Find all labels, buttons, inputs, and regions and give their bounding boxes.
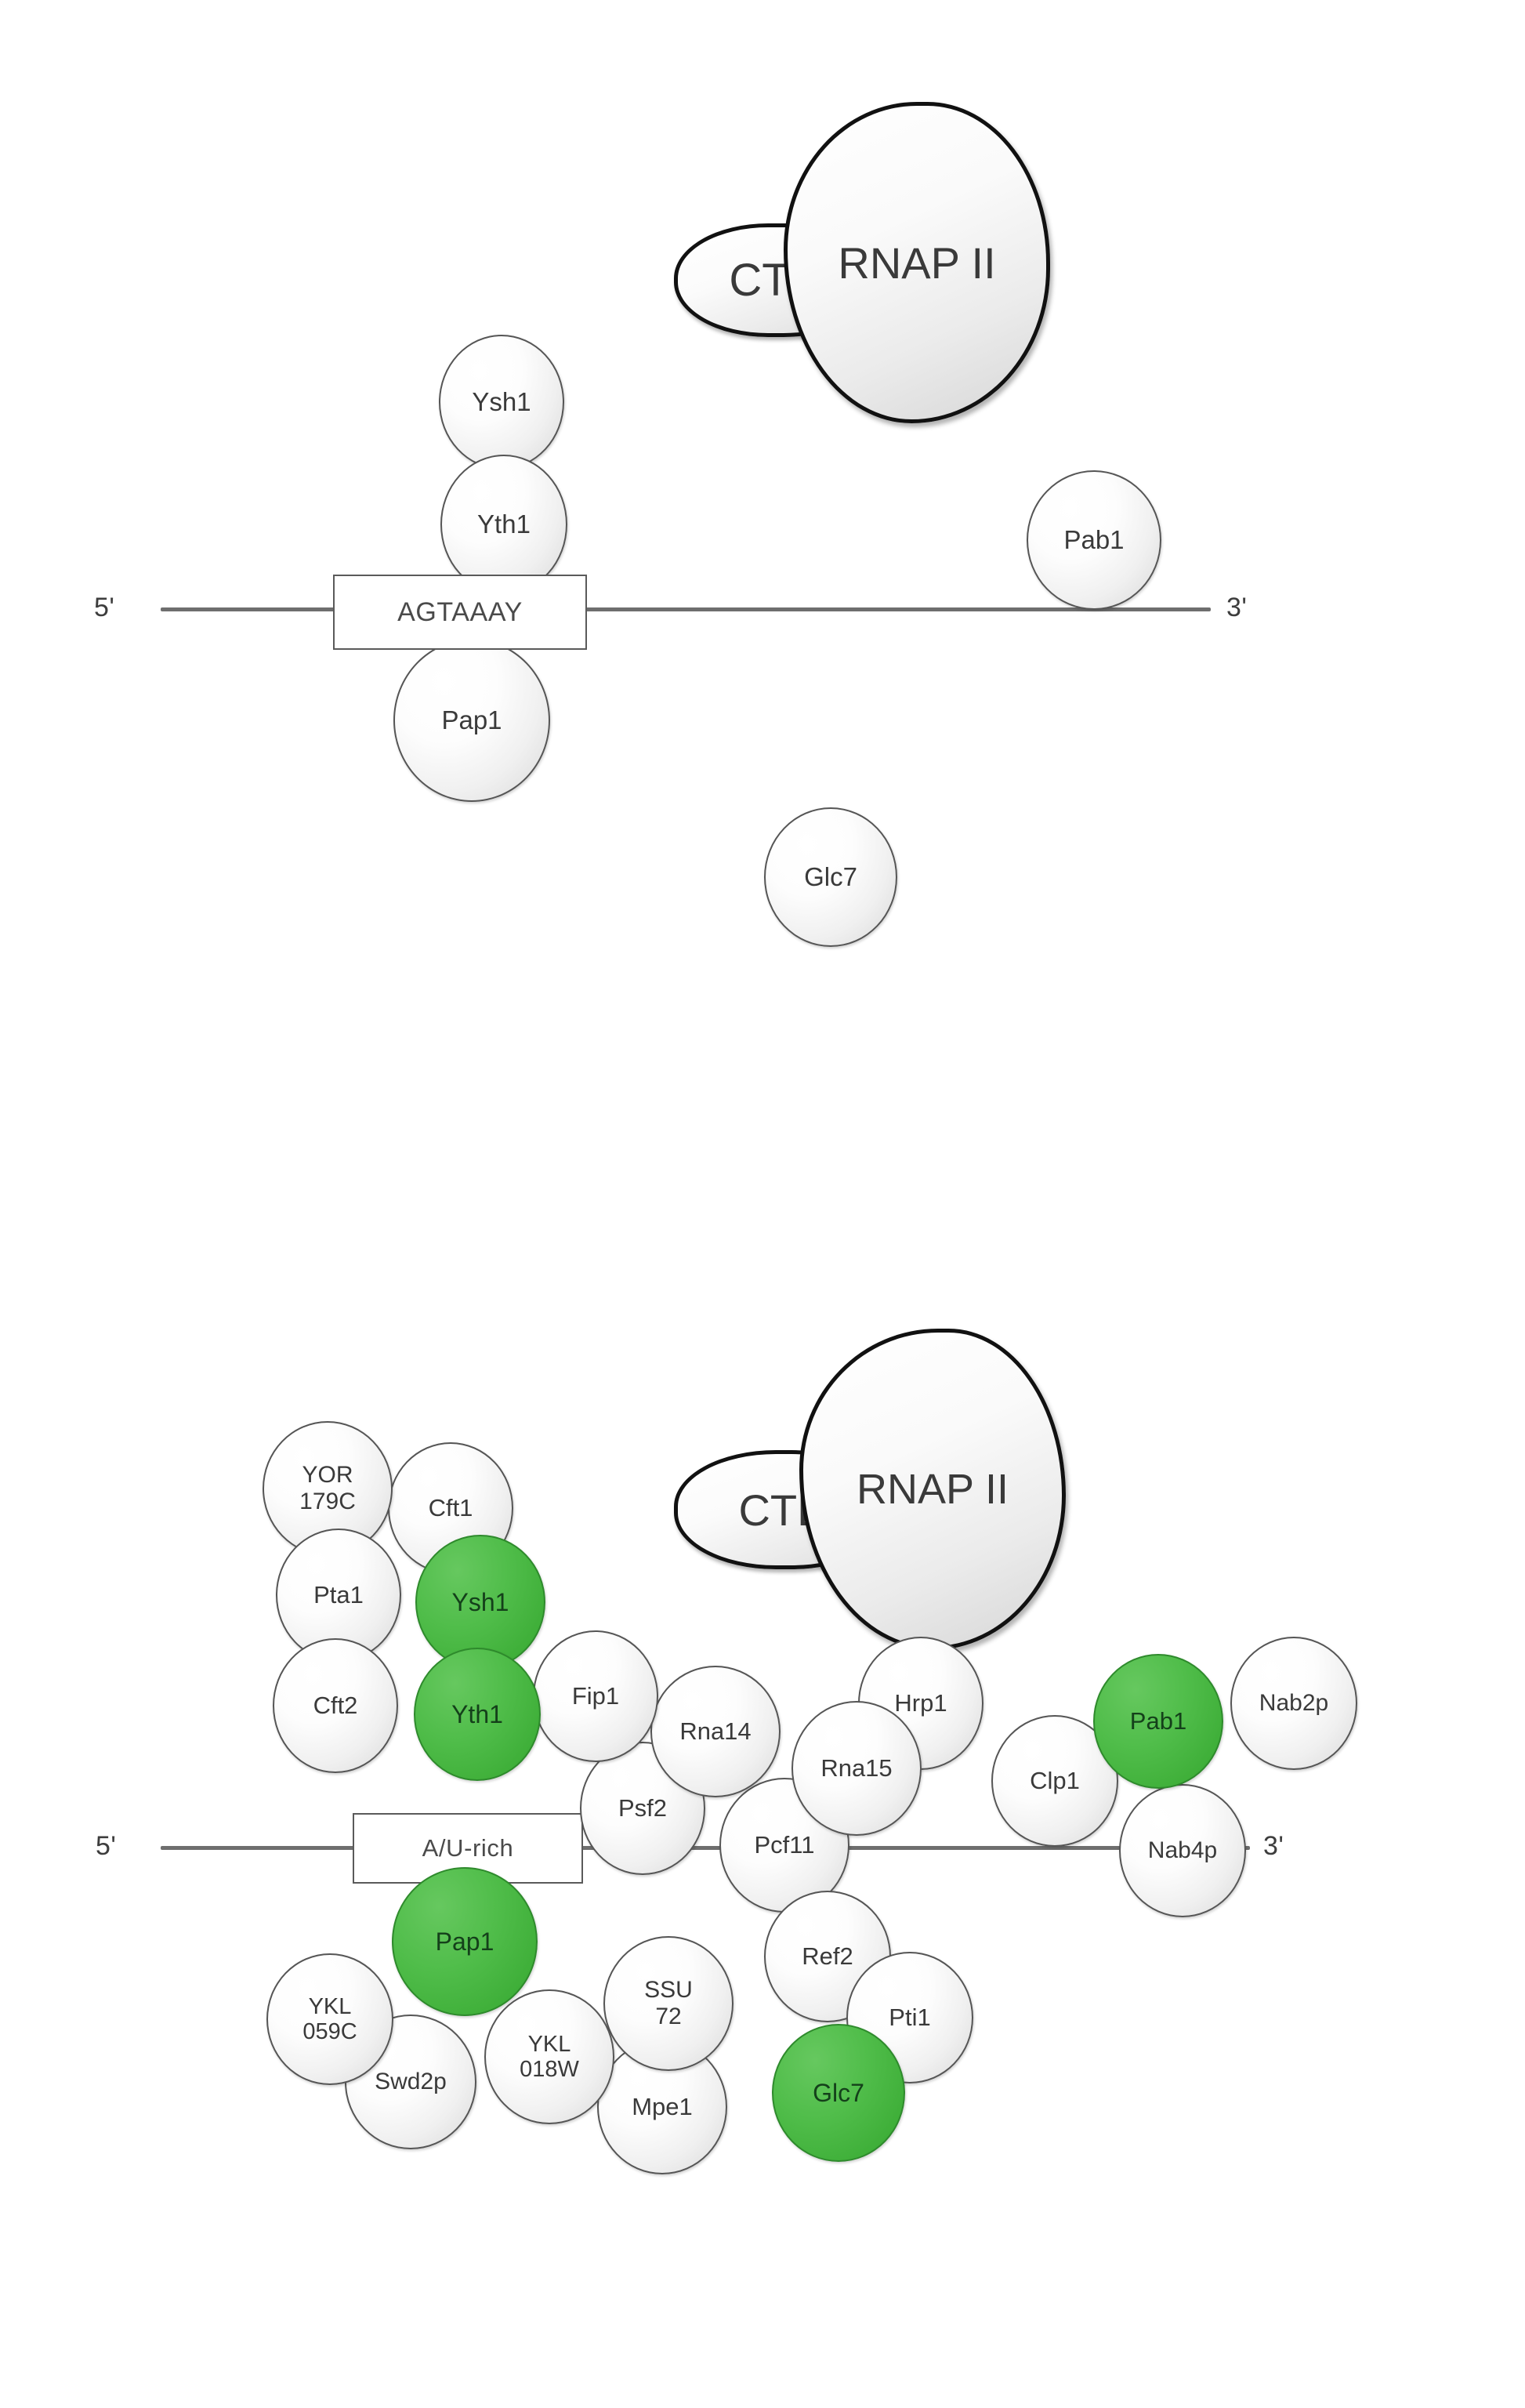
protein-label: Ysh1 (451, 1587, 509, 1616)
protein-node-ysh1[interactable]: Ysh1 (439, 335, 564, 470)
rnap2-body: RNAP II (784, 102, 1050, 423)
protein-label: Pab1 (1063, 525, 1125, 555)
protein-node-cft2[interactable]: Cft2 (273, 1638, 398, 1773)
protein-node-pab1[interactable]: Pab1 (1027, 470, 1161, 610)
protein-node-rna14[interactable]: Rna14 (650, 1666, 781, 1797)
protein-label: Swd2p (375, 2068, 447, 2094)
protein-label-line2: 179C (299, 1489, 356, 1514)
protein-node-ssu72[interactable]: SSU 72 (603, 1936, 734, 2071)
protein-label: Ysh1 (472, 387, 531, 417)
protein-label: Pap1 (441, 705, 502, 735)
sequence-box-agtaaay: AGTAAAY (333, 575, 587, 650)
protein-label: Fip1 (571, 1682, 620, 1710)
protein-label: Psf2 (618, 1794, 668, 1822)
protein-label: Cft2 (313, 1692, 358, 1720)
protein-label-line1: YKL (527, 2031, 571, 2057)
protein-node-glc7[interactable]: Glc7 (764, 807, 897, 947)
protein-label: Yth1 (451, 1699, 503, 1728)
protein-node-rna15[interactable]: Rna15 (791, 1701, 922, 1836)
protein-node-ykl018w[interactable]: YKL 018W (484, 1989, 614, 2124)
protein-label: Nab2p (1259, 1689, 1329, 1716)
protein-label: Ref2 (802, 1942, 853, 1971)
protein-label-line1: YKL (308, 1993, 352, 2019)
protein-label-line2: 018W (520, 2057, 579, 2082)
protein-node-ysh1[interactable]: Ysh1 (415, 1535, 545, 1670)
rnap2-complex: CTD RNAP II (674, 102, 1160, 447)
rna-backbone-line (161, 607, 1211, 611)
protein-label: Hrp1 (894, 1689, 947, 1717)
protein-label: Rna15 (820, 1754, 893, 1782)
protein-node-pap1[interactable]: Pap1 (392, 1867, 538, 2016)
protein-node-yth1[interactable]: Yth1 (440, 455, 567, 594)
panel-minimal-core-complex: 5' 3' AGTAAAY CTD RNAP II Ysh1 Yth1 Pap1… (0, 0, 1525, 1019)
protein-label: Nab4p (1147, 1837, 1218, 1863)
protein-label: Pap1 (435, 1927, 494, 1956)
panel-full-interaction-network: 5' 3' A/U-rich CTD RNAP II YOR 179C Cft1… (0, 1286, 1525, 2408)
protein-node-fip1[interactable]: Fip1 (533, 1630, 658, 1762)
protein-label: Mpe1 (632, 2093, 693, 2121)
protein-label-line2: 72 (655, 2004, 682, 2029)
five-prime-label: 5' (94, 593, 115, 622)
protein-label-line1: SSU (644, 1977, 693, 2004)
protein-node-nab4p[interactable]: Nab4p (1119, 1784, 1246, 1917)
five-prime-label: 5' (96, 1831, 117, 1861)
protein-label: Glc7 (813, 2078, 864, 2107)
protein-label: Rna14 (679, 1717, 752, 1746)
protein-label: Pti1 (889, 2004, 931, 2032)
three-prime-label: 3' (1226, 593, 1248, 622)
rna-backbone-line (161, 1846, 1250, 1850)
protein-node-pap1[interactable]: Pap1 (393, 639, 550, 802)
rnap2-complex: CTD RNAP II (674, 1258, 1175, 1650)
protein-node-pab1[interactable]: Pab1 (1093, 1654, 1223, 1789)
three-prime-label: 3' (1263, 1831, 1284, 1861)
protein-label: Cft1 (428, 1494, 473, 1522)
protein-label: Glc7 (804, 862, 857, 892)
protein-label: Pab1 (1129, 1707, 1187, 1735)
protein-label: Pta1 (313, 1581, 364, 1609)
protein-label: Yth1 (477, 510, 531, 539)
protein-label-line1: YOR (302, 1462, 353, 1489)
protein-label: Clp1 (1030, 1767, 1080, 1795)
protein-node-glc7[interactable]: Glc7 (772, 2024, 905, 2162)
protein-label: Pcf11 (754, 1831, 815, 1859)
protein-node-nab2p[interactable]: Nab2p (1230, 1637, 1357, 1770)
rnap2-body: RNAP II (799, 1329, 1066, 1650)
protein-node-ykl059c[interactable]: YKL 059C (266, 1953, 393, 2085)
protein-node-yth1[interactable]: Yth1 (414, 1648, 541, 1781)
protein-label-line2: 059C (302, 2019, 357, 2044)
